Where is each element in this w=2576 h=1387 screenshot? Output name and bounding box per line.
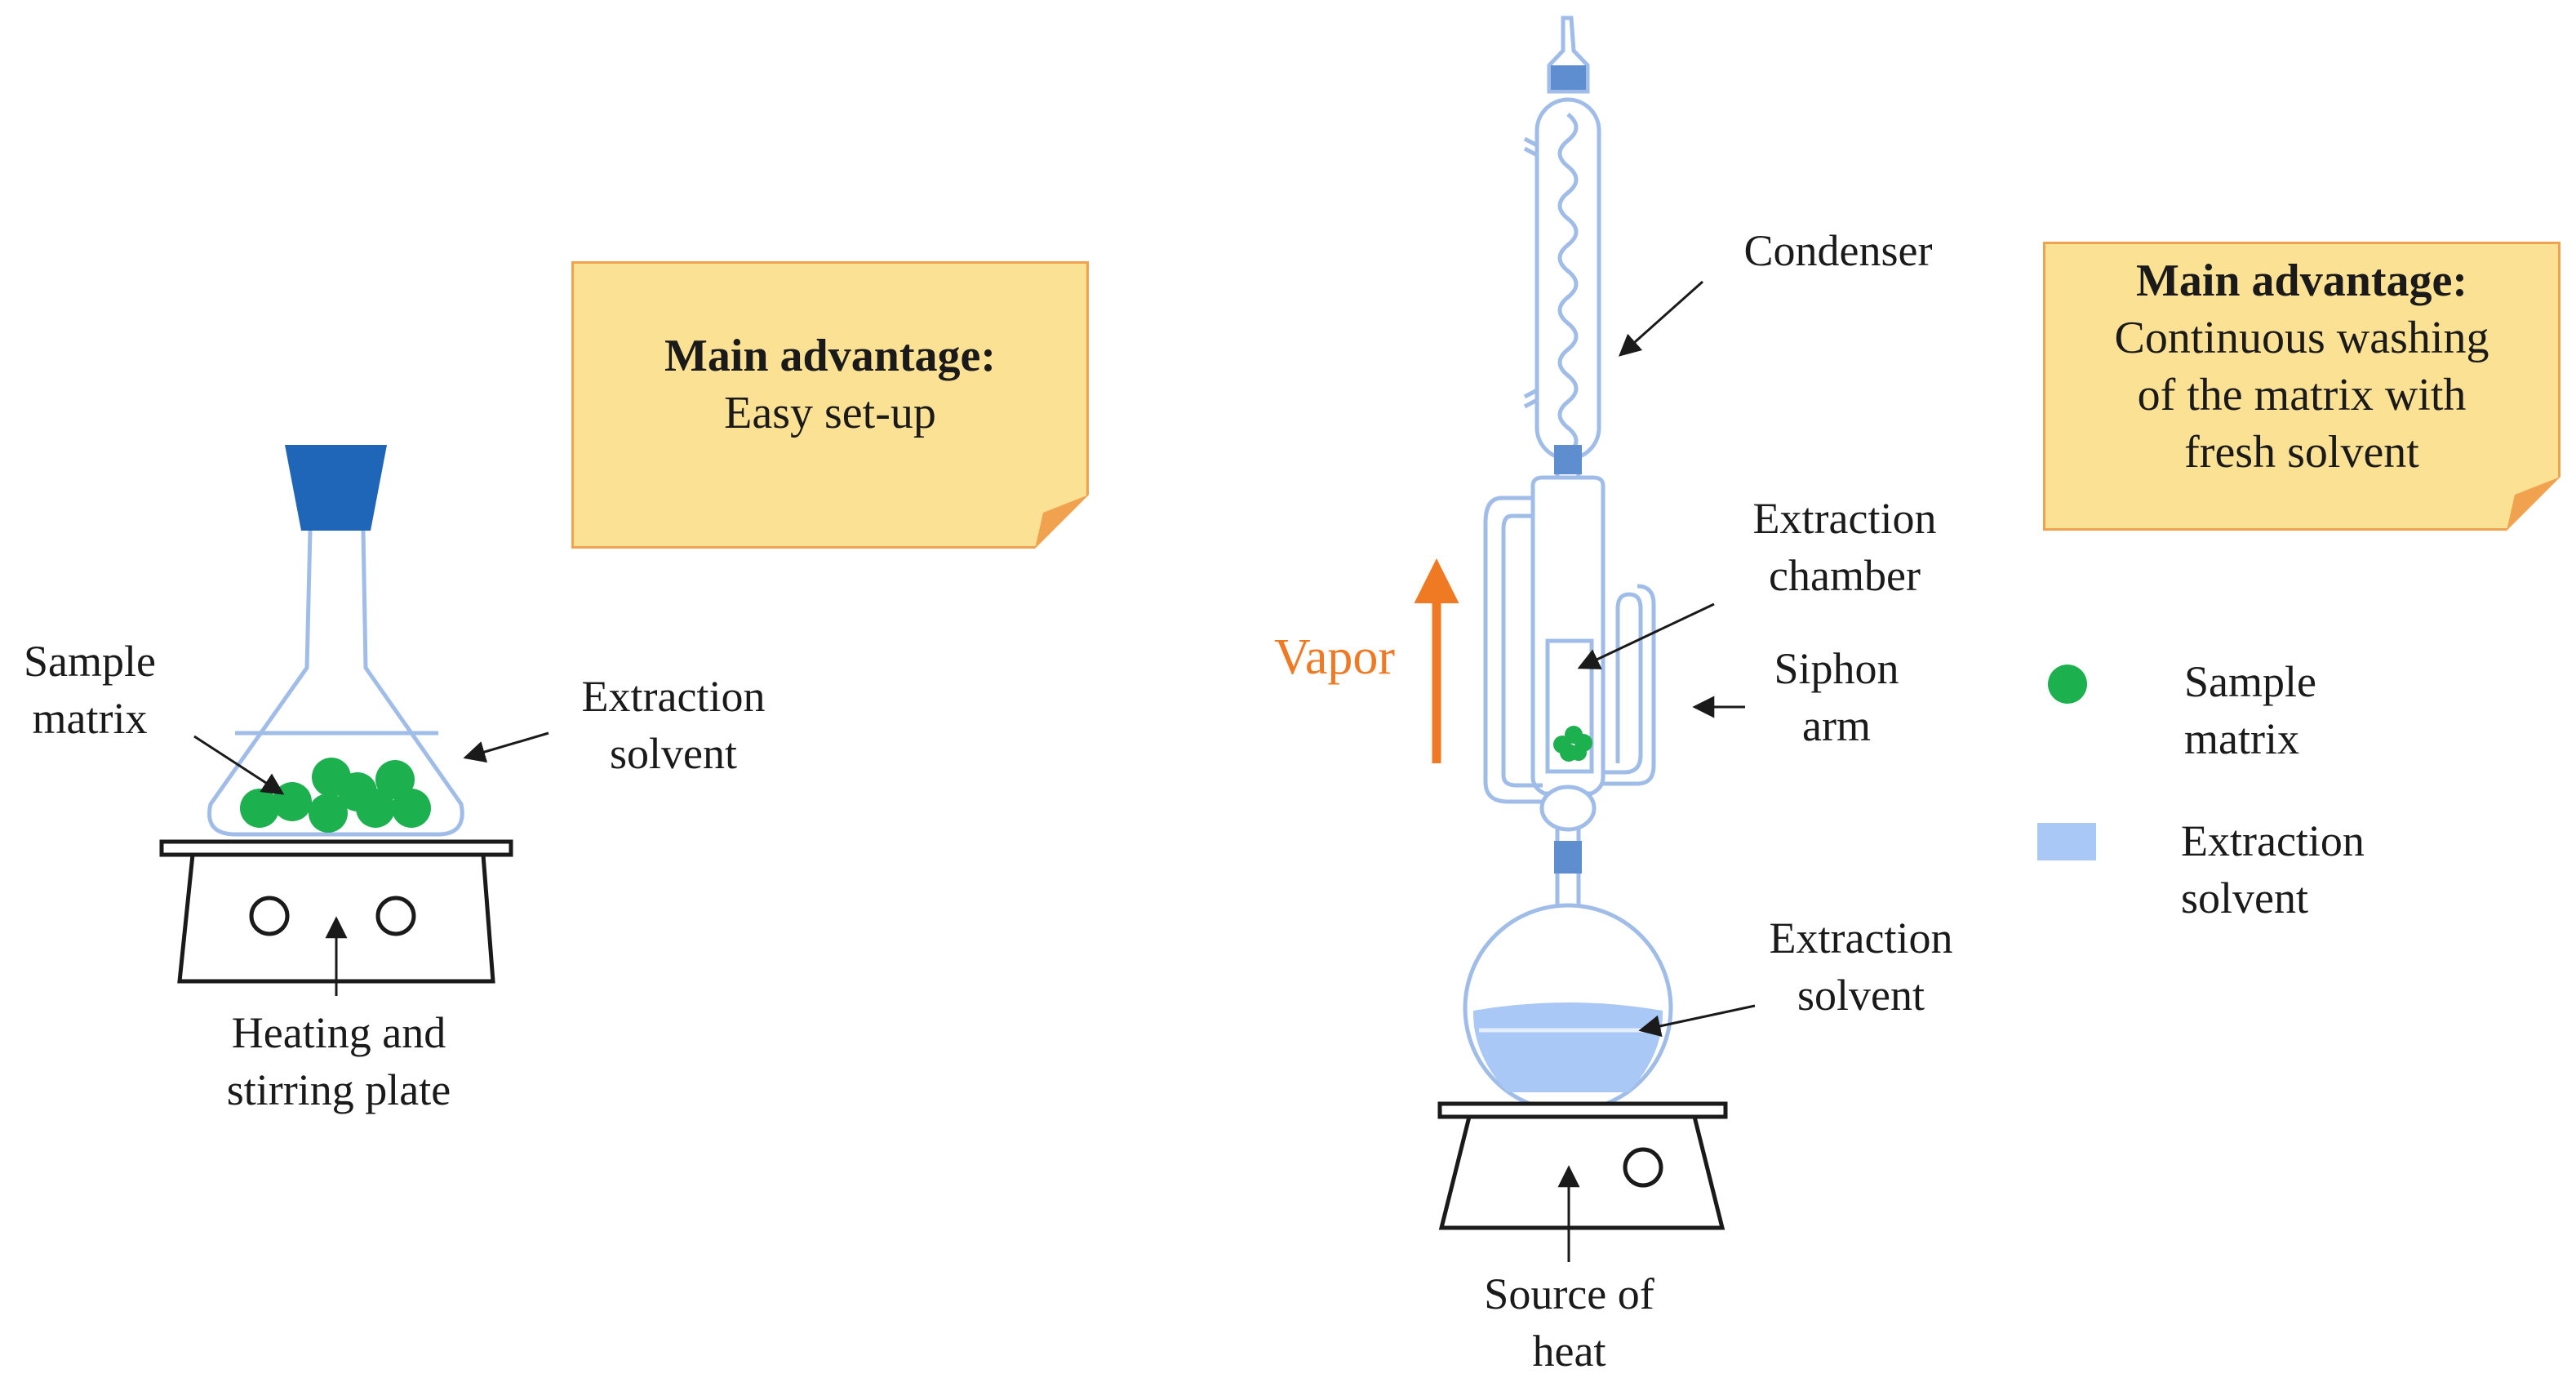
thimble-sample-matrix xyxy=(1553,726,1592,762)
heat-source-plate xyxy=(1437,1101,1728,1230)
condenser-coil xyxy=(1557,113,1579,456)
note-fold-corner xyxy=(1035,495,1089,549)
legend-sample-matrix-icon xyxy=(2048,665,2087,704)
siphon-arm-tube xyxy=(1603,592,1643,775)
right-note-title: Main advantage: xyxy=(2136,256,2467,306)
left-note-title: Main advantage: xyxy=(664,331,996,381)
vapor-tube xyxy=(1483,496,1551,804)
sample-matrix-pellets xyxy=(240,758,431,833)
water-inlet-nozzle xyxy=(1523,136,1539,158)
label-condenser: Condenser xyxy=(1743,226,1933,275)
soxhlet-apparatus xyxy=(1463,16,1673,1114)
legend-extraction-solvent-icon xyxy=(2037,823,2096,860)
pointer-condenser xyxy=(1618,280,1703,357)
water-outlet-nozzle xyxy=(1523,388,1539,409)
condenser-joint xyxy=(1554,445,1582,474)
note-fold-corner xyxy=(2507,477,2560,531)
condenser-jacket xyxy=(1534,97,1601,461)
legend-label-extraction-solvent: Extraction solvent xyxy=(2181,816,2365,922)
pointer-extraction-solvent-right xyxy=(1638,1004,1756,1038)
erlenmeyer-flask xyxy=(207,445,464,837)
right-advantage-note: Main advantage: Continuous washing of th… xyxy=(2043,242,2560,531)
right-note-line-3: fresh solvent xyxy=(2184,427,2419,478)
label-extraction-solvent-right: Extraction solvent xyxy=(1769,914,1953,1020)
left-note-text: Easy set-up xyxy=(724,388,936,438)
flask-stopper xyxy=(285,445,387,531)
flask-joint xyxy=(1554,841,1582,874)
flask-solvent xyxy=(1472,1002,1663,1092)
left-advantage-note: Main advantage: Easy set-up xyxy=(571,261,1089,549)
label-sample-matrix: Sample matrix xyxy=(24,637,156,743)
pointer-sample-matrix xyxy=(193,735,285,795)
label-heating-stirring-plate: Heating and stirring plate xyxy=(226,1008,451,1114)
siphon-arm-outer xyxy=(1603,584,1656,786)
right-note-line-2: of the matrix with xyxy=(2137,370,2467,420)
pointer-extraction-solvent-left xyxy=(463,731,549,763)
label-vapor: Vapor xyxy=(1273,629,1396,685)
label-extraction-chamber: Extraction chamber xyxy=(1752,494,1937,600)
pointer-extraction-chamber xyxy=(1577,602,1715,669)
label-source-of-heat: Source of heat xyxy=(1484,1269,1654,1376)
label-extraction-solvent-left: Extraction solvent xyxy=(581,672,766,778)
condenser-top-joint xyxy=(1551,65,1586,90)
right-note-line-1: Continuous washing xyxy=(2114,313,2489,363)
vapor-tube-inner xyxy=(1501,513,1543,788)
legend-label-sample-matrix: Sample matrix xyxy=(2184,657,2316,763)
label-siphon-arm: Siphon arm xyxy=(1774,644,1899,750)
